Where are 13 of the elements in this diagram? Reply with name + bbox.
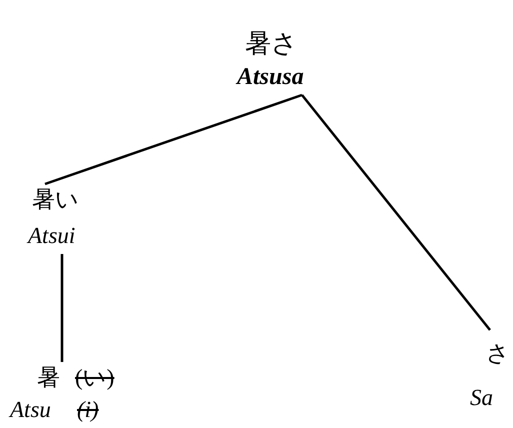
node-title: 暑さ (245, 31, 298, 57)
node-title: さ (486, 342, 510, 365)
node-title: 暑 (37, 366, 60, 389)
struck-suffix: (い) (75, 366, 114, 389)
node-romaji: Atsusa (237, 65, 304, 89)
node-romaji: Sa (470, 386, 493, 409)
node-romaji: Atsu (10, 398, 51, 421)
struck-suffix: (i) (77, 398, 99, 421)
node-romaji: Atsui (28, 224, 76, 247)
connector-line (60, 254, 64, 362)
connector-line (44, 94, 302, 186)
node-title: 暑い (32, 188, 79, 211)
connector-line (301, 94, 491, 331)
